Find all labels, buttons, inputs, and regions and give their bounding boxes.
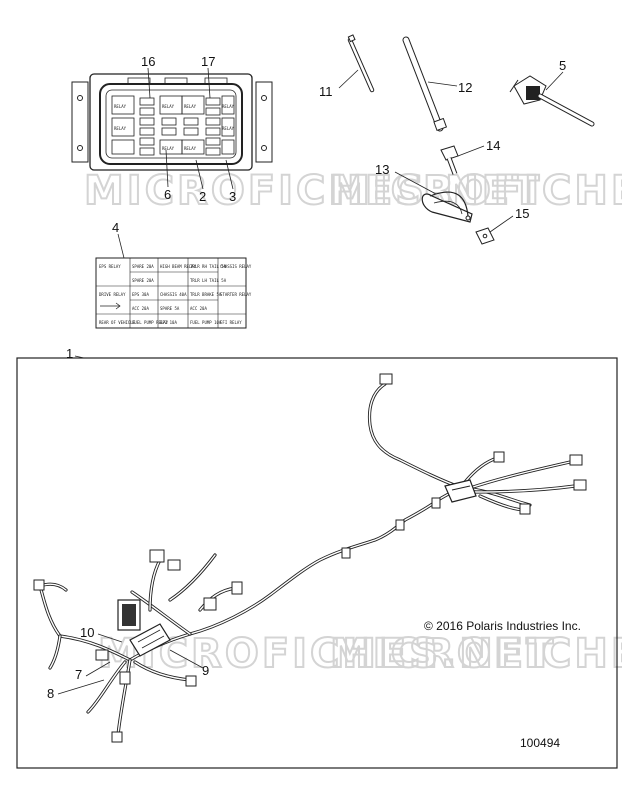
grid-r1-c5: CHASSIS RELAY <box>220 264 252 269</box>
callout-15: 15 <box>515 206 529 221</box>
cable-tie-short <box>347 34 375 93</box>
grid-r5-c5: EFI RELAY <box>220 320 242 325</box>
grid-r3-c2: EPS 30A <box>132 292 149 297</box>
push-mount-tie <box>509 75 595 127</box>
relay-label-8: RELAY <box>222 126 235 131</box>
callout-6: 6 <box>164 187 171 202</box>
grid-r3-c5: STARTER RELAY <box>220 292 252 297</box>
callout-2: 2 <box>199 189 206 204</box>
callout-4: 4 <box>112 220 119 235</box>
grid-r3-c4: TRLR BRAKE 5A <box>190 292 222 297</box>
cable-tie-long <box>402 36 448 132</box>
grid-r4-c3: SPARE 5A <box>160 306 180 311</box>
callout-9: 9 <box>202 663 209 678</box>
relay-label-5: RELAY <box>162 146 175 151</box>
p-clamp <box>421 191 473 223</box>
relay-label-4: RELAY <box>184 104 197 109</box>
grid-r2-c2: SPARE 20A <box>132 278 154 283</box>
callout-10: 10 <box>80 625 94 640</box>
watermark-top: MICROFICHES.NET <box>84 168 542 214</box>
callout-8: 8 <box>47 686 54 701</box>
relay-label-1: RELAY <box>114 104 127 109</box>
relay-label-2: RELAY <box>114 126 127 131</box>
watermark-bottom-right: MICROFICHES.NET <box>330 631 622 677</box>
callout-17: 17 <box>201 54 215 69</box>
grid-r4-c4: ACC 20A <box>190 306 207 311</box>
callout-7: 7 <box>75 667 82 682</box>
callout-14: 14 <box>486 138 500 153</box>
fuse-label-grid: EPS RELAY SPARE 20A HIGH BEAM RELAY TRLR… <box>95 257 252 329</box>
grid-r1-c4: TRLR RH TAIL 5A <box>190 264 227 269</box>
grid-r1-c2: SPARE 20A <box>132 264 154 269</box>
relay-label-3: RELAY <box>162 104 175 109</box>
clip-nut <box>475 227 495 245</box>
main-wiring-harness <box>33 373 587 743</box>
grid-r5-c1: REAR OF VEHICLE <box>99 320 136 325</box>
arrow-icon <box>100 302 121 310</box>
grid-r1-c3: HIGH BEAM RELAY <box>160 264 197 269</box>
screw <box>440 145 459 175</box>
fuse-box: RELAY RELAY RELAY RELAY RELAY RELAY RELA… <box>71 73 273 171</box>
grid-r3-c1: DRIVE RELAY <box>99 292 126 297</box>
callout-3: 3 <box>229 189 236 204</box>
diagram-id: 100494 <box>520 736 560 750</box>
copyright-notice: © 2016 Polaris Industries Inc. <box>424 619 581 633</box>
callout-1: 1 <box>66 346 73 361</box>
callout-11: 11 <box>319 84 333 99</box>
callout-12: 12 <box>458 80 472 95</box>
harness-panel <box>16 357 618 769</box>
callout-5: 5 <box>559 58 566 73</box>
grid-r5-c2: FUEL PUMP RELAY <box>132 320 169 325</box>
relay-label-7: RELAY <box>222 104 235 109</box>
watermark-top-right: MICROFICHES.NET <box>330 168 622 214</box>
grid-r3-c3: CHASSIS 40A <box>160 292 187 297</box>
grid-r2-c4: TRLR LH TAIL 5A <box>190 278 227 283</box>
grid-r5-c3: EFI 10A <box>160 320 177 325</box>
grid-r5-c4: FUEL PUMP 10A <box>190 320 222 325</box>
grid-r4-c2: ACC 20A <box>132 306 149 311</box>
grid-r1-c1: EPS RELAY <box>99 264 121 269</box>
relay-label-6: RELAY <box>184 146 197 151</box>
callout-16: 16 <box>141 54 155 69</box>
callout-13: 13 <box>375 162 389 177</box>
